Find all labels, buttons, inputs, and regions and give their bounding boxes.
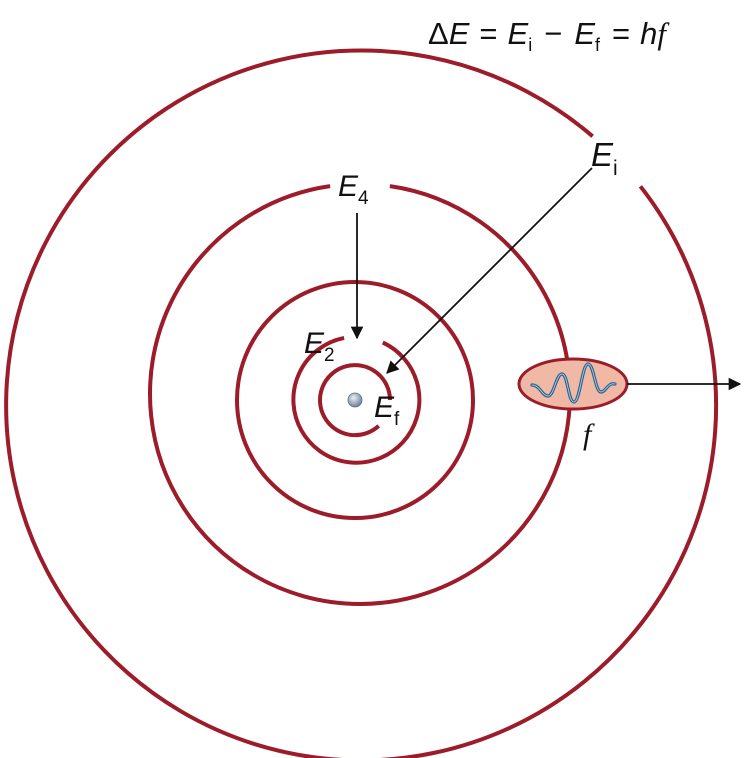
label-ef-sub: f <box>394 409 400 430</box>
label-ei-base: E <box>591 136 614 173</box>
label-e4-base: E <box>338 170 359 203</box>
orbit-ei <box>4 48 719 758</box>
label-e2-base: E <box>304 327 325 360</box>
eq-equals-2: = <box>612 16 630 51</box>
eq-equals-1: = <box>479 16 497 51</box>
equation: ΔE=Ei−Ef=hf <box>428 16 670 55</box>
label-ef: Ef <box>374 391 400 430</box>
label-ei: Ei <box>591 136 618 180</box>
photon-wave-highlight <box>531 363 616 403</box>
orbit-ef <box>318 363 392 438</box>
label-e4: E4 <box>338 170 369 209</box>
arrow-ei-to-ef <box>386 167 593 374</box>
label-e2: E2 <box>304 327 335 366</box>
nucleus <box>347 392 363 408</box>
eq-ef-sub: f <box>595 35 601 55</box>
label-ef-base: E <box>374 391 395 424</box>
eq-delta: Δ <box>428 16 449 51</box>
label-ei-sub: i <box>613 157 618 180</box>
orbit-e3 <box>235 280 475 520</box>
eq-ef-base: E <box>574 16 595 51</box>
orbit-e2 <box>291 335 422 465</box>
orbit-e4 <box>148 184 572 606</box>
photon-packet <box>517 357 629 411</box>
eq-f: f <box>657 16 670 51</box>
eq-e: E <box>449 16 470 51</box>
eq-ei-base: E <box>508 16 529 51</box>
eq-minus: − <box>544 16 562 51</box>
label-photon-frequency: f <box>583 418 595 451</box>
label-e4-sub: 4 <box>358 188 369 209</box>
eq-ei-sub: i <box>528 35 532 55</box>
label-e2-sub: 2 <box>324 345 335 366</box>
eq-h: h <box>640 16 657 51</box>
